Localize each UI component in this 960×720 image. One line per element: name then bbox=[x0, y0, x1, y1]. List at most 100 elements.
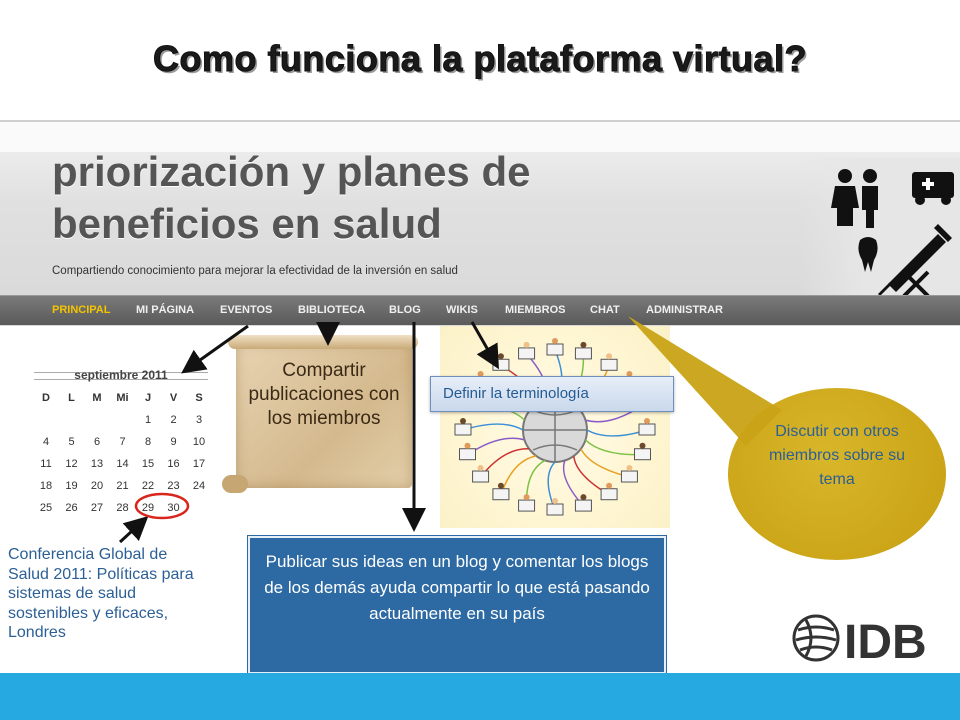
calendar-day[interactable]: 17 bbox=[192, 458, 206, 470]
collaborator-desk-icon bbox=[454, 423, 472, 436]
collaboration-line bbox=[584, 439, 643, 456]
collaborator-person-icon bbox=[523, 341, 530, 348]
collaborator-person-icon bbox=[552, 338, 558, 344]
calendar-day[interactable]: 7 bbox=[119, 436, 126, 448]
calendar-day[interactable]: 22 bbox=[141, 480, 155, 492]
calendar-weekday: L bbox=[68, 392, 75, 404]
collaborator-person-icon bbox=[523, 494, 530, 501]
collaborator-person-icon bbox=[464, 442, 471, 449]
collaboration-line bbox=[467, 437, 525, 456]
calendar-day[interactable]: 23 bbox=[167, 480, 180, 492]
collaborator-person-icon bbox=[477, 370, 484, 377]
collaboration-line bbox=[562, 460, 584, 507]
conference-callout-text: Conferencia Global de Salud 2011: Políti… bbox=[8, 546, 194, 641]
calendar-day[interactable]: 11 bbox=[40, 458, 52, 470]
calendar-day[interactable]: 14 bbox=[116, 458, 129, 470]
calendar-day[interactable]: 10 bbox=[192, 436, 206, 448]
nav-item-blog[interactable]: BLOG bbox=[389, 304, 421, 316]
collaborator-person-icon bbox=[460, 418, 466, 424]
collaborator-desk-icon bbox=[574, 499, 592, 512]
collaborator-person-icon bbox=[606, 353, 613, 360]
nav-item-wikis[interactable]: WIKIS bbox=[446, 304, 478, 316]
calendar-day[interactable]: 18 bbox=[39, 480, 53, 492]
collaborator-person-icon bbox=[497, 353, 504, 360]
nav-item-administrar[interactable]: ADMINISTRAR bbox=[646, 304, 723, 316]
collaborator-person-icon bbox=[606, 482, 613, 489]
collaborator-person-icon bbox=[552, 498, 558, 504]
share-publications-scroll: Compartir publicaciones con los miembros bbox=[222, 335, 422, 493]
collaborator-desk-icon bbox=[459, 448, 477, 461]
share-publications-text: Compartir publicaciones con los miembros bbox=[248, 360, 400, 429]
collaboration-line bbox=[462, 423, 524, 431]
collaboration-line bbox=[586, 429, 648, 437]
calendar-day[interactable]: 16 bbox=[167, 458, 180, 470]
website-screenshot: priorización y planes de beneficios en s… bbox=[0, 120, 960, 326]
calendar-day[interactable]: 29 bbox=[141, 502, 155, 514]
wiki-svg bbox=[454, 338, 656, 516]
footer-bar bbox=[0, 673, 960, 720]
collaborator-desk-icon bbox=[492, 358, 510, 371]
nav-item-biblioteca[interactable]: BIBLIOTECA bbox=[298, 304, 366, 316]
calendar-day[interactable]: 27 bbox=[90, 502, 104, 514]
nav-item-mi-pagina[interactable]: MI PÁGINA bbox=[136, 304, 195, 316]
calendar-day[interactable]: 15 bbox=[141, 458, 155, 470]
collaborator-person-icon bbox=[644, 418, 650, 424]
site-title-line2: beneficios en salud bbox=[52, 200, 442, 247]
ambulance-icon bbox=[912, 172, 954, 205]
calendar-day[interactable]: 30 bbox=[167, 502, 180, 514]
nav-item-chat[interactable]: CHAT bbox=[590, 304, 620, 316]
collaborator-person-icon bbox=[639, 442, 646, 449]
glossary-callout-text: Definir la terminología bbox=[443, 385, 589, 402]
calendar-day[interactable]: 1 bbox=[144, 414, 152, 426]
site-tagline: Compartiendo conocimiento para mejorar l… bbox=[52, 265, 458, 277]
calendar-day[interactable]: 6 bbox=[93, 436, 101, 448]
collaborator-desk-icon bbox=[600, 488, 618, 501]
idb-logo-text: IDB bbox=[844, 616, 927, 666]
calendar-day[interactable]: 19 bbox=[65, 480, 78, 492]
calendar-day[interactable]: 4 bbox=[42, 436, 50, 448]
collaborator-desk-icon bbox=[633, 448, 651, 461]
arrow-conference bbox=[118, 515, 149, 544]
calendar-weekday: M bbox=[92, 392, 102, 404]
syringe-icon bbox=[876, 224, 952, 306]
idb-logo-mark: IDB bbox=[792, 614, 927, 669]
collaboration-line bbox=[525, 459, 546, 507]
calendar-day[interactable]: 26 bbox=[65, 502, 78, 514]
nav-item-principal[interactable]: PRINCIPAL bbox=[52, 304, 111, 316]
calendar-day[interactable]: 9 bbox=[170, 436, 177, 448]
calendar-day[interactable]: 2 bbox=[170, 414, 177, 426]
collaborator-desk-icon bbox=[492, 488, 510, 501]
glossary-callout: Definir la terminología bbox=[430, 376, 674, 412]
chat-callout-text: Discutir con otros miembros sobre su tem… bbox=[768, 423, 906, 488]
calendar-day[interactable]: 25 bbox=[39, 502, 53, 514]
people-icon bbox=[831, 169, 878, 228]
calendar-day[interactable]: 21 bbox=[116, 480, 129, 492]
collaborator-desk-icon bbox=[600, 358, 618, 371]
calendar-weekday: V bbox=[169, 392, 178, 404]
blog-callout: Publicar sus ideas en un blog y comentar… bbox=[248, 536, 666, 674]
calendar-day[interactable]: 8 bbox=[144, 436, 152, 448]
calendar-day[interactable]: 24 bbox=[192, 480, 206, 492]
calendar-day[interactable]: 5 bbox=[68, 436, 75, 448]
collaborator-desk-icon bbox=[472, 470, 490, 483]
calendar-weekday: D bbox=[42, 392, 50, 404]
collaborator-desk-icon bbox=[518, 499, 536, 512]
health-icons-cluster bbox=[831, 169, 954, 312]
main-nav: PRINCIPAL MI PÁGINA EVENTOS BIBLIOTECA B… bbox=[0, 295, 960, 325]
globe-icon bbox=[792, 614, 840, 662]
calendar-weekday: S bbox=[195, 392, 203, 404]
collaborator-desk-icon bbox=[546, 343, 564, 356]
nav-item-miembros[interactable]: MIEMBROS bbox=[505, 304, 566, 316]
calendar-day[interactable]: 3 bbox=[195, 414, 203, 426]
calendar-day[interactable]: 20 bbox=[90, 480, 104, 492]
calendar-weekday: J bbox=[144, 392, 152, 404]
calendar-day[interactable]: 28 bbox=[116, 502, 129, 514]
collaborator-person-icon bbox=[580, 494, 587, 501]
nav-item-eventos[interactable]: EVENTOS bbox=[220, 304, 273, 316]
calendar-day[interactable]: 12 bbox=[65, 458, 78, 470]
idb-logo: IDB bbox=[792, 608, 932, 669]
calendar-day[interactable]: 13 bbox=[90, 458, 104, 470]
collaborator-desk-icon bbox=[620, 470, 638, 483]
